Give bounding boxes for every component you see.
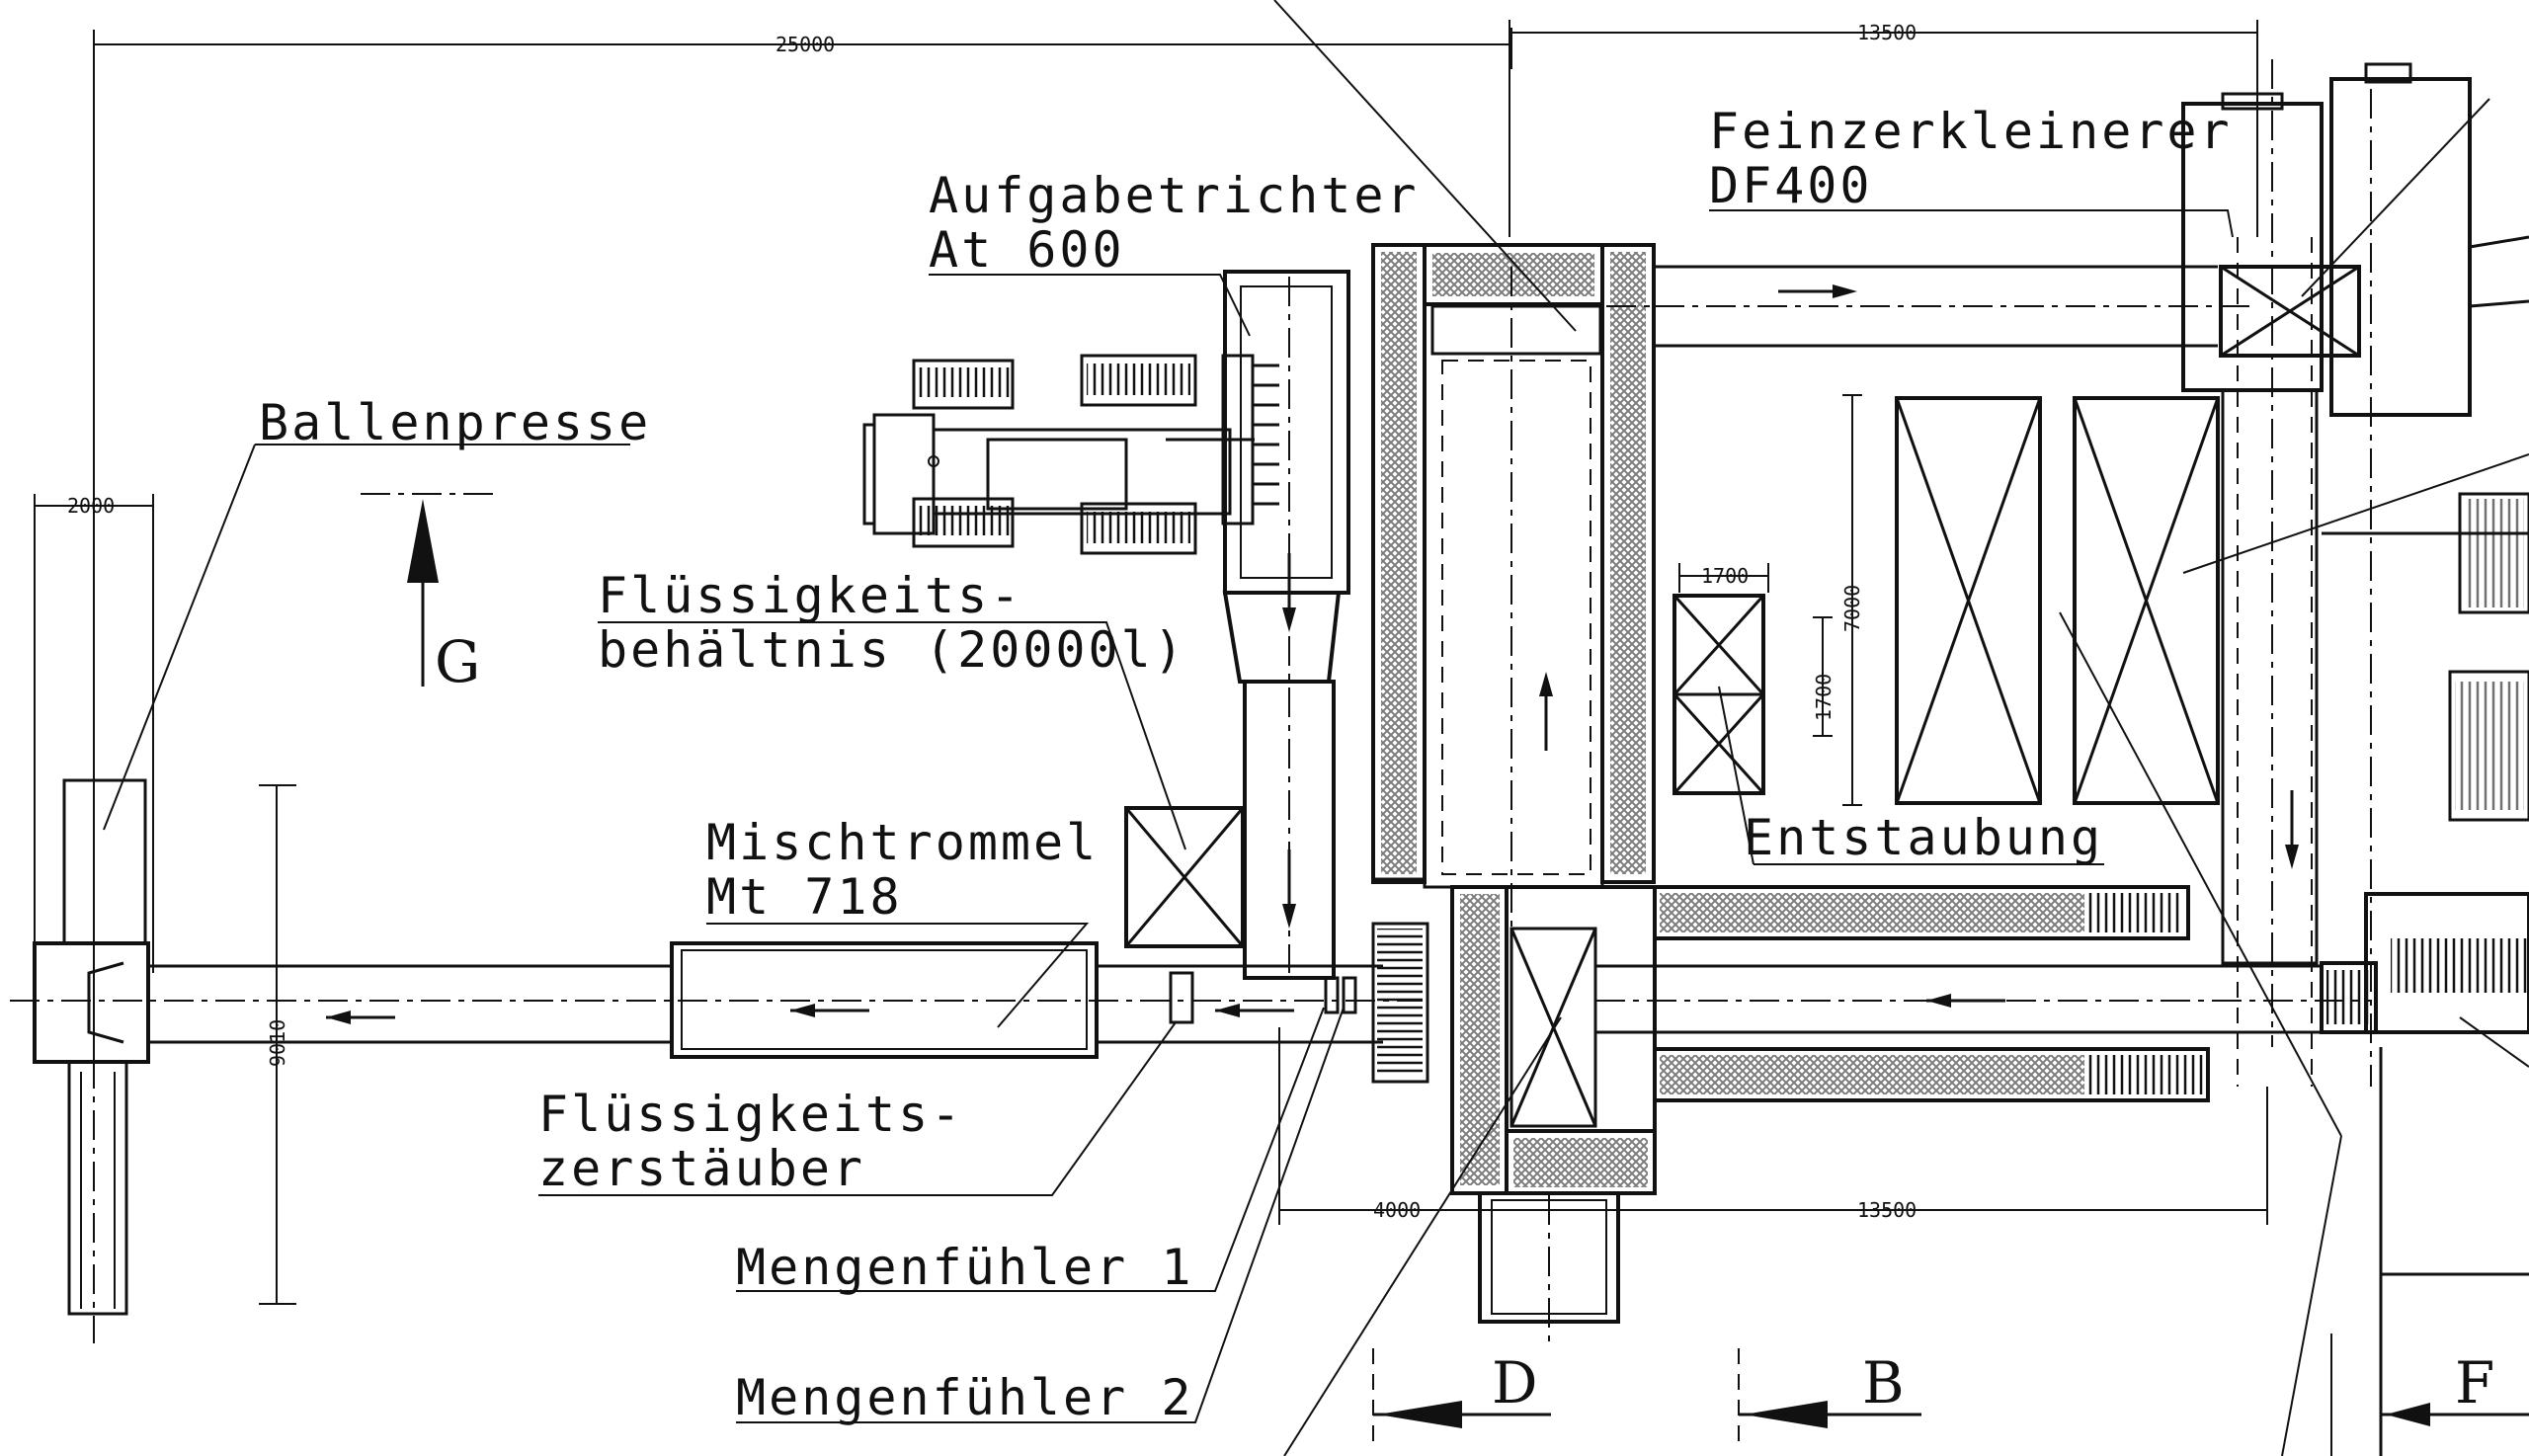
label-mengenfuehler-1: Mengenfühler 1 (736, 1239, 1193, 1296)
mischtrommel-machine (670, 941, 1099, 1059)
label-fluid-tank-2: behältnis (20000l) (598, 621, 1186, 679)
label-mischtrommel: Mischtrommel (706, 814, 1099, 871)
large-bunkers (1895, 396, 2220, 805)
right-edge-machinery (2320, 62, 2529, 1456)
dim-7000: 7000 (1840, 585, 1864, 632)
section-markers: G D B F (361, 493, 2529, 1456)
section-label-g: G (435, 628, 480, 695)
dim-13500-bottom: 13500 (1857, 1198, 1917, 1222)
return-conveyors (1595, 885, 2371, 1102)
dim-25000: 25000 (775, 33, 835, 56)
dim-1700-h: 1700 (1701, 564, 1749, 588)
storage-conveyor-loop (1371, 243, 1657, 1343)
label-fluid-tank-1: Flüssigkeits- (598, 567, 1022, 624)
label-entstaubung: Entstaubung (1744, 809, 2103, 866)
label-zerstaeuber-2: zerstäuber (538, 1140, 865, 1197)
label-aufgabetrichter: Aufgabetrichter (929, 167, 1420, 224)
dimension-lines: 25000 13500 4000 13500 2000 9010 1700 17… (34, 20, 2268, 1305)
label-aufgabetrichter-model: At 600 (929, 221, 1125, 279)
dim-1700-v: 1700 (1812, 674, 1836, 721)
top-conveyor (1430, 265, 2252, 356)
component-labels: Feinzerkleinerer DF400 Aufgabetrichter A… (259, 103, 2233, 1426)
label-mengenfuehler-2: Mengenfühler 2 (736, 1369, 1193, 1426)
section-label-f: F (2455, 1349, 2494, 1416)
ballenpresse-machine (33, 751, 150, 1343)
fluid-tank (1124, 806, 1245, 1024)
label-mischtrommel-model: Mt 718 (706, 868, 903, 926)
label-feinzerkleinerer: Feinzerkleinerer (1709, 103, 2233, 160)
aufgabetrichter-machine (1221, 270, 1350, 980)
tractor-with-trailer (862, 354, 1255, 555)
entstaubung-unit (1672, 594, 1765, 795)
leader-lines (103, 0, 2529, 1456)
dim-13500-top: 13500 (1857, 21, 1917, 44)
dim-2000: 2000 (67, 494, 115, 518)
section-label-d: D (1492, 1349, 1538, 1416)
mengenfuehler-sensors (1324, 976, 1357, 1014)
label-ballenpresse: Ballenpresse (259, 394, 651, 451)
dim-4000: 4000 (1373, 1198, 1421, 1222)
label-zerstaeuber-1: Flüssigkeits- (538, 1086, 963, 1143)
section-label-b: B (1862, 1349, 1905, 1416)
label-feinzerkleinerer-model: DF400 (1709, 157, 1873, 214)
main-conveyor-line (10, 964, 1423, 1044)
